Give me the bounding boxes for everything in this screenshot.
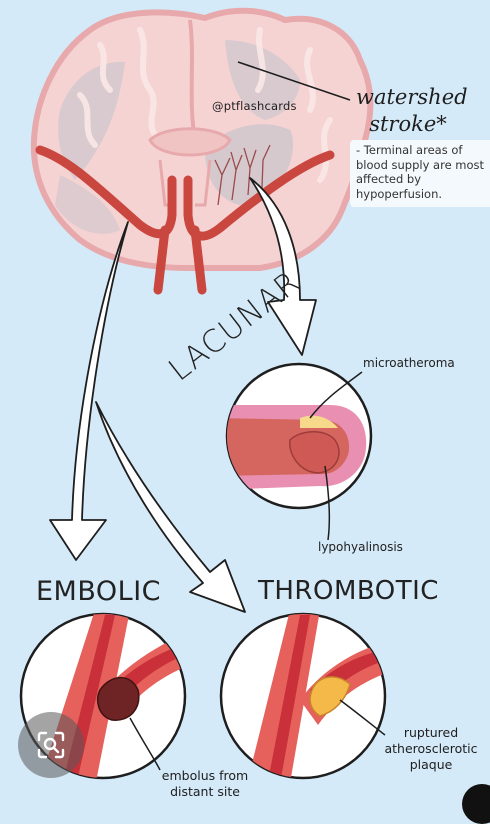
arrow-to-thrombotic [95, 401, 246, 613]
watershed-pointer-line [237, 61, 351, 101]
brain-illustration [30, 7, 374, 295]
watershed-title: watershed stroke* [356, 85, 468, 136]
microatheroma-label: microatheroma [363, 356, 455, 370]
lacunar-circle [225, 362, 373, 541]
corner-overlay [462, 784, 490, 824]
arrow-to-lacunar [249, 177, 317, 356]
embolus-label: embolus from distant site [161, 768, 249, 799]
watershed-description: - Terminal areas of blood supply are mos… [350, 140, 490, 207]
credit-watermark: @ptflashcards [212, 99, 297, 113]
plaque-label: ruptured atherosclerotic plaque [384, 725, 478, 772]
thrombotic-circle [219, 612, 387, 780]
small-vessels [214, 144, 271, 206]
arrow-to-embolic [49, 221, 129, 561]
lens-search-button[interactable] [18, 712, 84, 778]
thrombotic-label: THROMBOTIC [258, 576, 439, 606]
arteries [35, 145, 335, 295]
lens-search-icon [37, 731, 65, 759]
embolic-label: EMBOLIC [36, 576, 162, 607]
arrows [49, 177, 317, 613]
watershed-area-lower [55, 175, 120, 234]
lipohyalinosis-label: lypohyalinosis [318, 540, 403, 554]
